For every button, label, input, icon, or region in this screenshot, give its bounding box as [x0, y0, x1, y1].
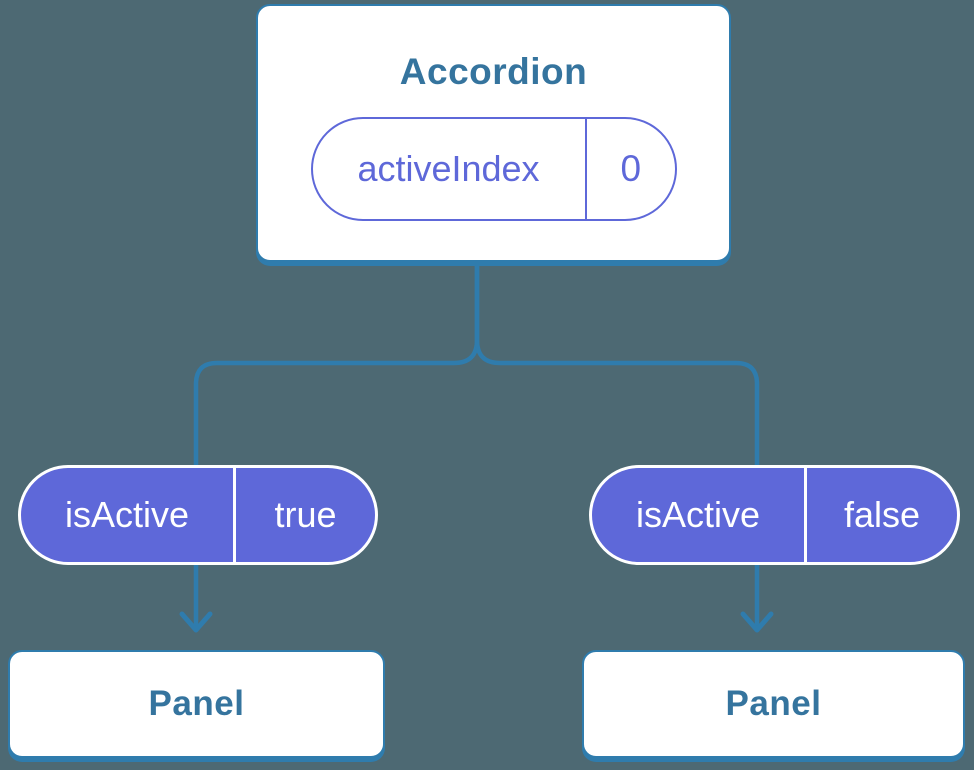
- branch-line-right: [474, 255, 760, 628]
- prop-pill-label: isActive: [635, 494, 761, 535]
- pill-divider: [804, 468, 807, 562]
- pill-divider: [233, 468, 236, 562]
- prop-pill-isactive-false: isActive false: [589, 465, 960, 565]
- branch-line-left: [193, 255, 480, 628]
- panel-node-title: Panel: [725, 684, 822, 723]
- pill-divider: [584, 118, 587, 219]
- state-pill-label: activeIndex: [357, 147, 540, 189]
- panel-node-card-right: Panel: [582, 650, 965, 758]
- panel-node-card-left: Panel: [8, 650, 385, 758]
- prop-pill-isactive-true: isActive true: [18, 465, 378, 565]
- prop-pill-value: true: [274, 494, 337, 535]
- prop-pill-value: false: [843, 494, 921, 535]
- panel-node-title: Panel: [148, 684, 245, 723]
- arrow-down-right-icon: [740, 611, 774, 633]
- state-pill-activeindex: activeIndex 0: [310, 116, 677, 221]
- state-pill-value: 0: [620, 147, 642, 189]
- prop-pill-label: isActive: [64, 494, 190, 535]
- arrow-down-left-icon: [179, 611, 213, 633]
- accordion-node-title: Accordion: [399, 51, 588, 92]
- accordion-node-card: Accordion activeIndex 0: [256, 4, 731, 262]
